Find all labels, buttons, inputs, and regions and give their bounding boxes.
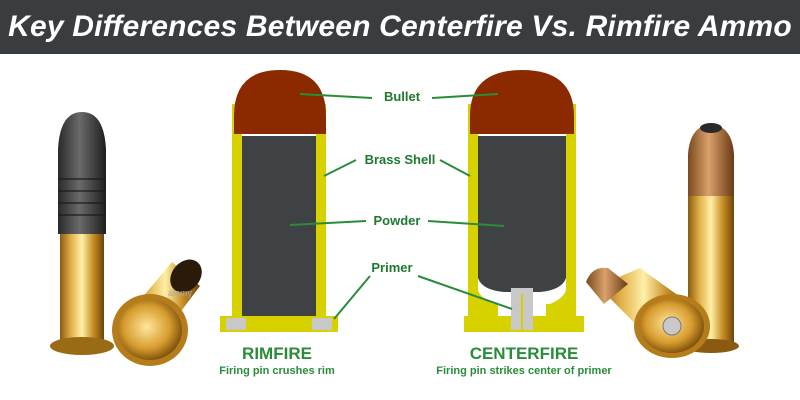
rimfire-powder [242,136,316,316]
title-bar: Key Differences Between Centerfire Vs. R… [0,0,800,54]
centerfire-description: Firing pin strikes center of primer [436,365,612,377]
rimfire-case-upright [60,229,104,341]
rimfire-diagram [220,70,338,332]
rimfire-case-lying [112,253,208,366]
centerfire-cartridge-photo [586,123,739,358]
ammo-diagram-stage: alamy Bullet Brass Shell Powder Primer [0,54,800,400]
centerfire-title: CENTERFIRE [470,344,579,363]
rimfire-primer-right [312,318,332,330]
label-bullet: Bullet [384,89,421,104]
rimfire-cartridge-photo: alamy [50,112,208,366]
centerfire-bullet [470,70,574,134]
rimfire-case-base [118,300,182,360]
rimfire-bullet [234,70,326,134]
centerfire-powder [478,136,566,292]
centerfire-diagram [464,70,584,332]
label-brass-shell: Brass Shell [365,152,436,167]
rimfire-rim [50,337,114,355]
label-powder: Powder [374,213,421,228]
page-title: Key Differences Between Centerfire Vs. R… [8,10,792,44]
centerfire-jacketed-bullet [688,124,734,196]
centerfire-primer-cap [663,317,681,335]
rimfire-description: Firing pin crushes rim [219,365,335,377]
rimfire-title: RIMFIRE [242,344,312,363]
rimfire-primer-left [226,318,246,330]
watermark: alamy [168,288,193,298]
label-primer: Primer [371,260,412,275]
